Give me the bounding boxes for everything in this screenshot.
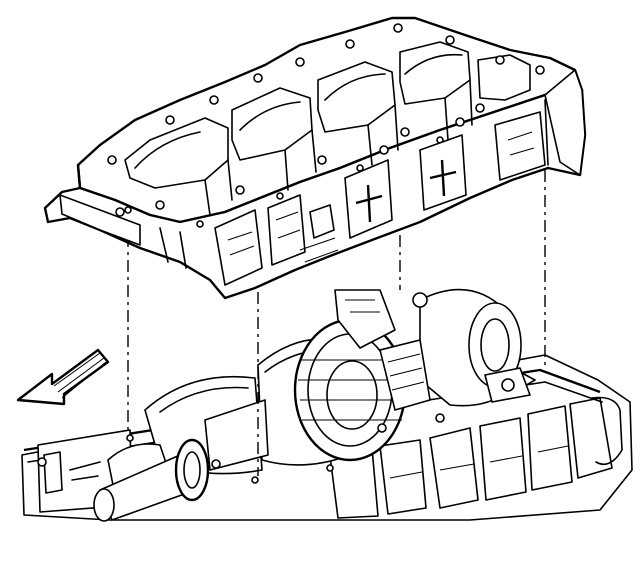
engine-block-crankshaft (21, 288, 633, 522)
front-direction-arrow (16, 348, 110, 406)
crankcase-lower-bearing-cap (43, 16, 587, 300)
alignment-guides (127, 170, 546, 476)
